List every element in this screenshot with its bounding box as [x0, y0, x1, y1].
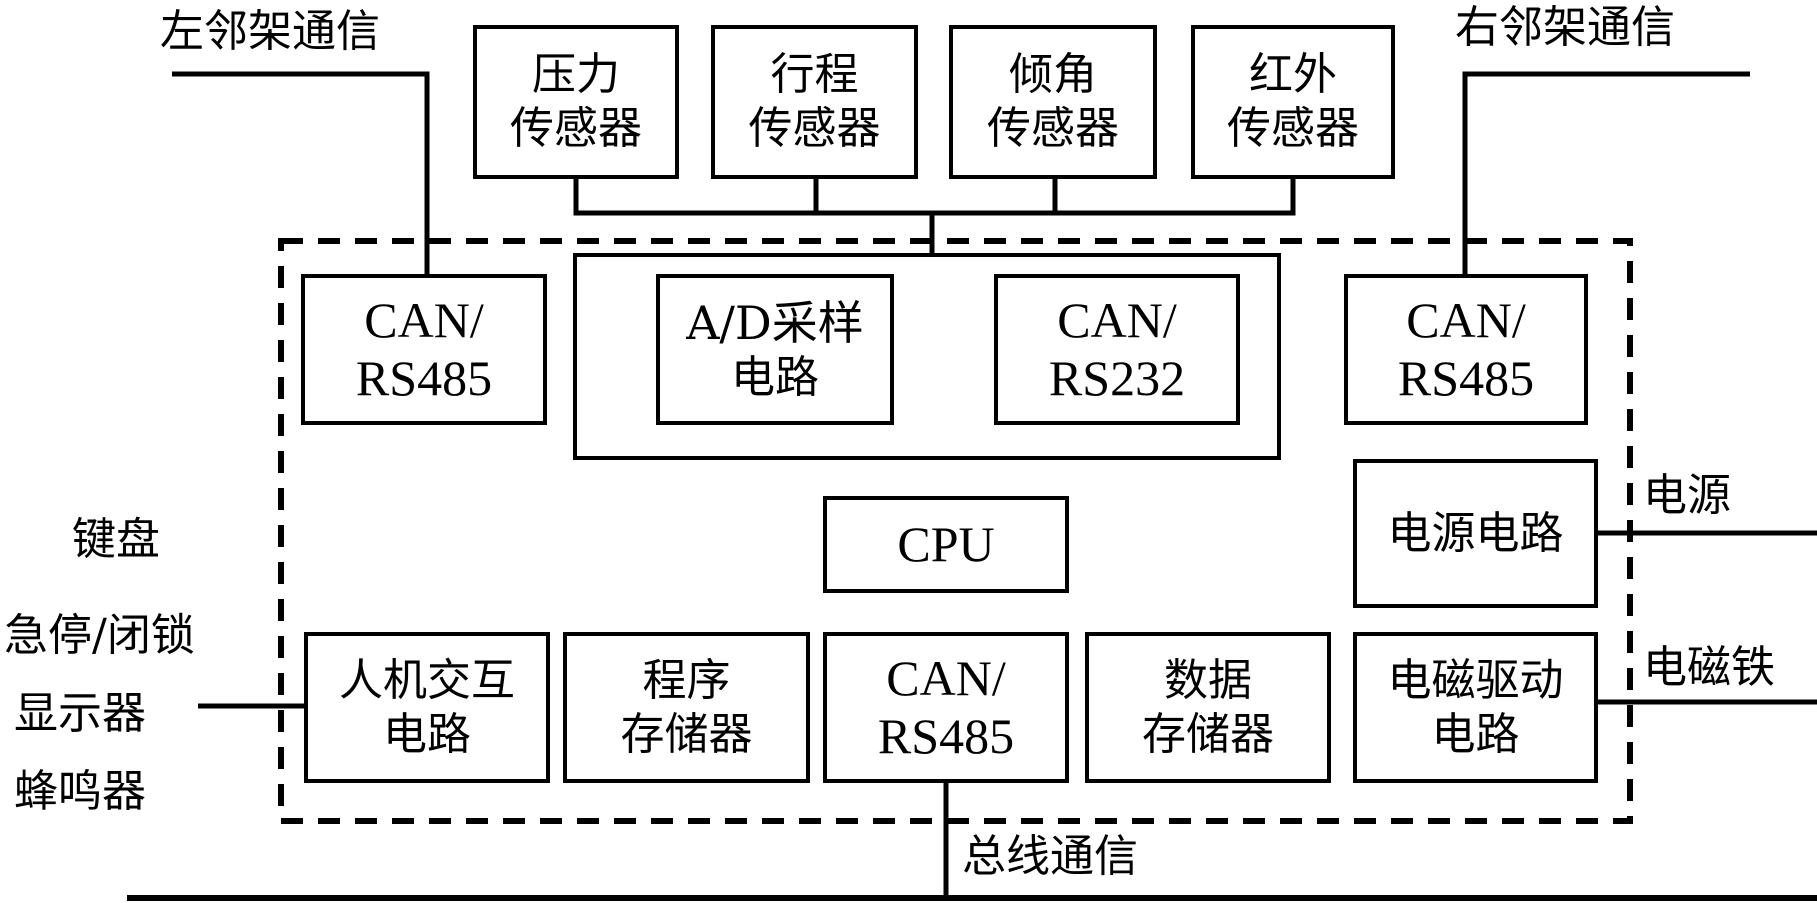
buzzer-label: 蜂鸣器 [14, 766, 146, 817]
pressure-sensor-box: 压力 传感器 [473, 25, 679, 179]
sensor-line1: 压力 [532, 49, 620, 101]
module-line2: RS232 [1048, 349, 1186, 406]
sensor-line2: 传感器 [510, 103, 642, 154]
keyboard-label: 键盘 [72, 514, 160, 565]
module-line1: 人机交互 [339, 654, 515, 706]
module-line2: 电路 [1431, 708, 1520, 760]
module-line2: RS485 [1397, 349, 1535, 406]
sensor-line1: 红外 [1249, 49, 1337, 101]
cpu-label: CPU [897, 515, 995, 572]
em-driver-box: 电磁驱动 电路 [1353, 632, 1598, 783]
program-memory-box: 程序 存储器 [563, 632, 810, 783]
ad-sampling-box: A/D采样 电路 [656, 274, 894, 425]
hmi-circuit-box: 人机交互 电路 [304, 632, 550, 783]
module-line2: 电路 [383, 708, 471, 760]
module-line1: CAN/ [1057, 292, 1177, 348]
data-memory-box: 数据 存储器 [1085, 632, 1331, 783]
left-can-rs485-box: CAN/ RS485 [301, 274, 547, 425]
bus-can-rs485-box: CAN/ RS485 [823, 632, 1069, 783]
module-line2: 电路 [731, 351, 819, 403]
estop-lock-label: 急停/闭锁 [4, 610, 195, 661]
right-can-rs485-box: CAN/ RS485 [1344, 274, 1588, 425]
module-line2: RS485 [877, 707, 1015, 764]
display-label: 显示器 [14, 688, 146, 739]
sensor-line2: 传感器 [748, 103, 881, 154]
power-label: 电源 [1643, 470, 1731, 521]
sensor-line2: 传感器 [987, 103, 1119, 154]
module-line2: RS485 [355, 349, 493, 406]
bus-comm-label: 总线通信 [962, 831, 1138, 882]
sensor-line1: 倾角 [1009, 49, 1097, 101]
inclination-sensor-box: 倾角 传感器 [949, 25, 1157, 179]
module-line1: CAN/ [364, 292, 484, 348]
module-line1: CAN/ [1406, 292, 1526, 348]
can-rs232-box: CAN/ RS232 [994, 274, 1240, 425]
left-neighbor-wire [172, 71, 430, 274]
sensor-bus [573, 178, 1296, 216]
left-neighbor-label: 左邻架通信 [160, 6, 380, 57]
module-line1: 电源电路 [1387, 507, 1564, 559]
cpu-box: CPU [823, 496, 1069, 593]
module-line1: A/D采样 [686, 295, 864, 350]
stroke-sensor-box: 行程 传感器 [711, 25, 918, 179]
module-line1: 数据 [1164, 654, 1252, 706]
sensor-line2: 传感器 [1227, 103, 1359, 154]
module-line2: 存储器 [620, 708, 753, 760]
module-line1: CAN/ [886, 650, 1006, 706]
infrared-sensor-box: 红外 传感器 [1191, 25, 1395, 179]
acquisition-group-box [573, 253, 1281, 460]
module-line1: 电磁驱动 [1387, 654, 1564, 706]
module-line1: 程序 [642, 654, 731, 706]
power-circuit-box: 电源电路 [1353, 459, 1598, 608]
module-line2: 存储器 [1142, 708, 1274, 760]
right-neighbor-label: 右邻架通信 [1455, 2, 1675, 53]
electromagnet-label: 电磁铁 [1643, 642, 1775, 693]
sensor-line1: 行程 [770, 49, 859, 101]
right-neighbor-wire [1462, 71, 1750, 274]
